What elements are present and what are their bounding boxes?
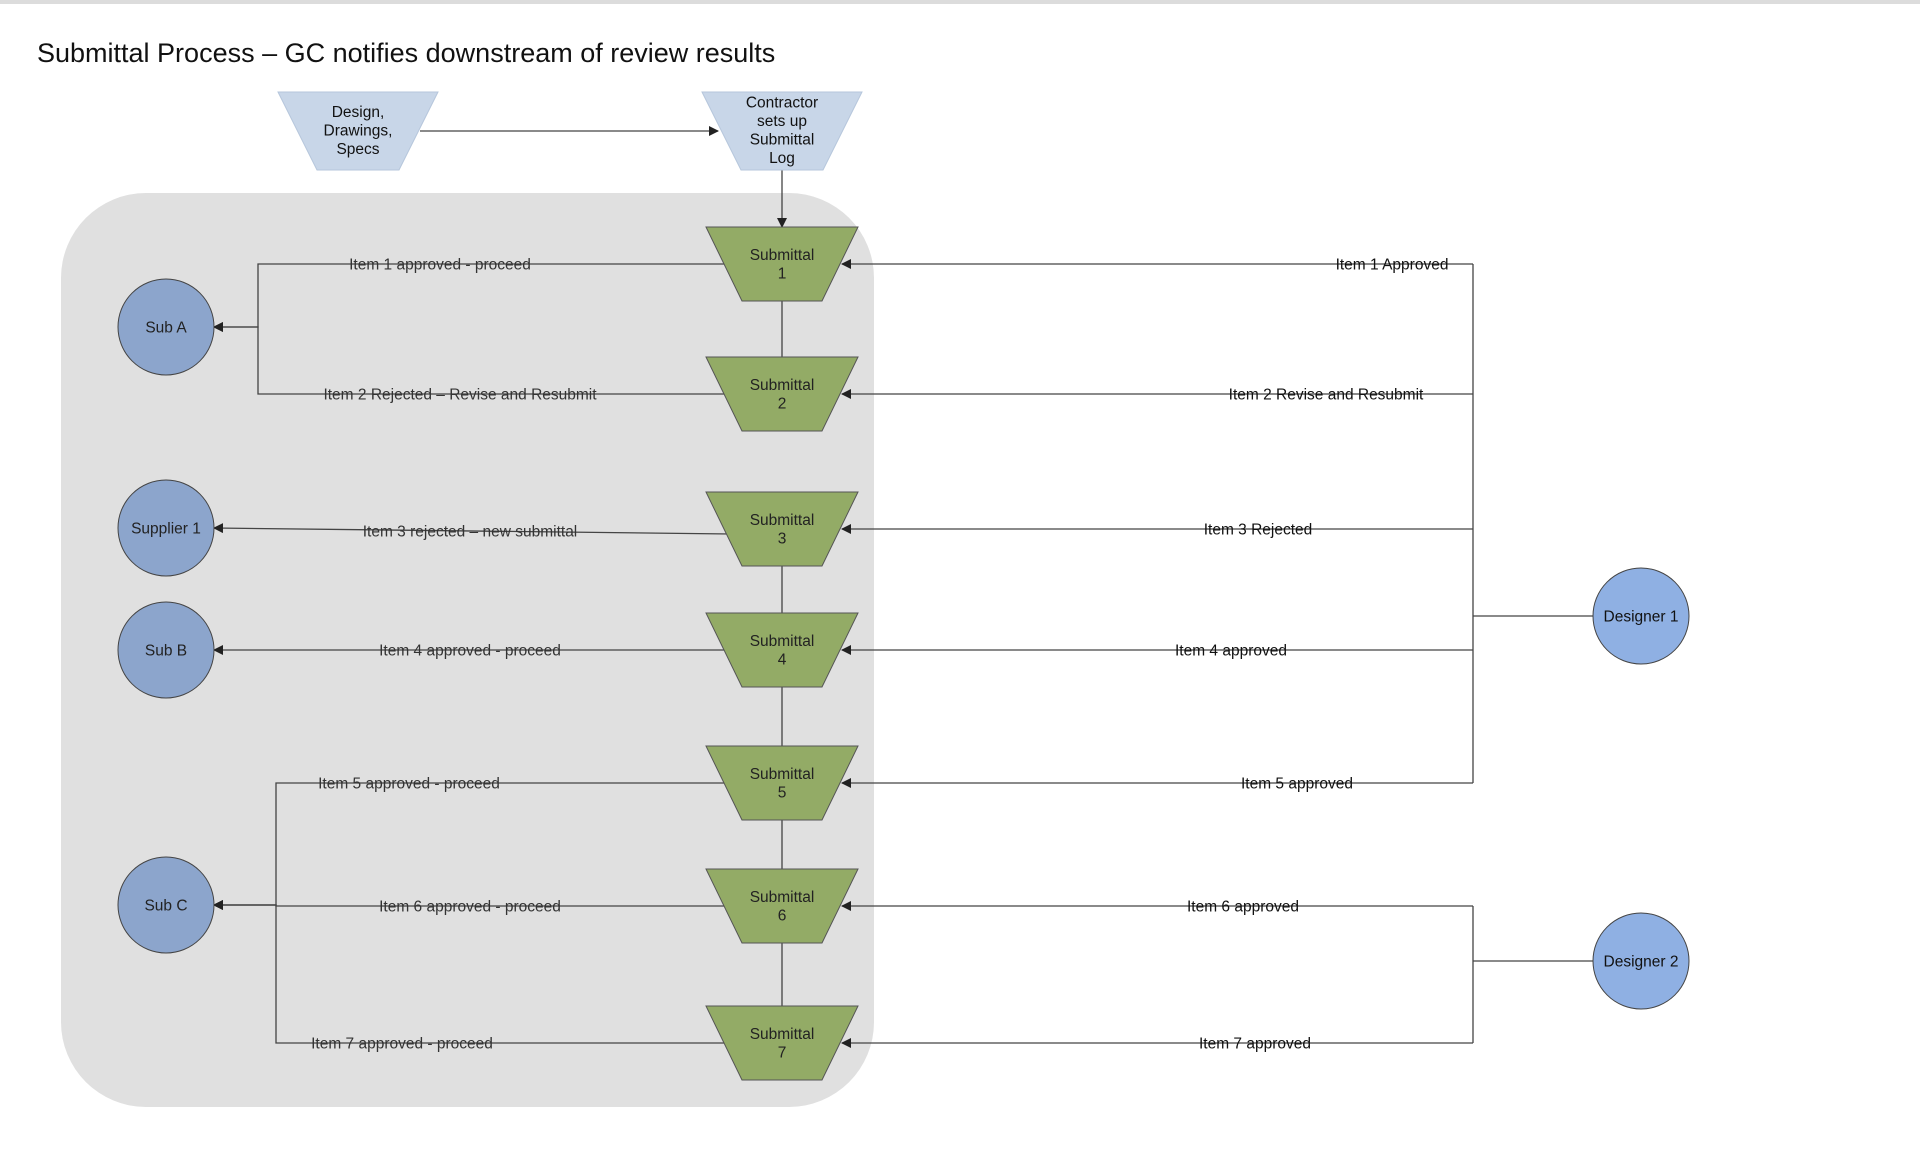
recipient-label-sub-c: Sub C <box>144 897 187 914</box>
recipient-supplier-1: Supplier 1 <box>117 479 215 577</box>
edge-label-left-3: Item 3 rejected – new submittal <box>363 523 578 540</box>
edge-label-right-7: Item 7 approved <box>1199 1035 1311 1052</box>
designer-1-node: Designer 1 <box>1592 567 1690 665</box>
edge-s2-to-sub-a <box>213 322 731 395</box>
designer-2-label: Designer 2 <box>1604 953 1679 970</box>
recipient-sub-b: Sub B <box>117 601 215 699</box>
recipient-sub-a: Sub A <box>117 278 215 376</box>
edge-label-left-1: Item 1 approved - proceed <box>349 256 531 273</box>
edge-label-right-2: Item 2 Revise and Resubmit <box>1229 386 1424 403</box>
edge-s7-to-sub-c <box>213 900 731 1044</box>
designer-2-node: Designer 2 <box>1592 912 1690 1010</box>
edge-label-right-5: Item 5 approved <box>1241 775 1353 792</box>
edge-label-left-2: Item 2 Rejected – Revise and Resubmit <box>323 386 597 403</box>
recipient-label-sub-a: Sub A <box>145 319 187 336</box>
input-label-design: Design,Drawings,Specs <box>324 104 393 158</box>
designer-1-label: Designer 1 <box>1604 608 1679 625</box>
edge-label-right-3: Item 3 Rejected <box>1204 521 1313 538</box>
input-node-design: Design,Drawings,Specs <box>277 91 439 171</box>
recipient-label-sub-b: Sub B <box>145 642 187 659</box>
edge-s3-to-supplier-1 <box>213 523 732 535</box>
recipient-sub-c: Sub C <box>117 856 215 954</box>
edge-label-right-1: Item 1 Approved <box>1336 256 1449 273</box>
edge-label-left-5: Item 5 approved - proceed <box>318 775 500 792</box>
edge-label-right-6: Item 6 approved <box>1187 898 1299 915</box>
recipient-label-supplier-1: Supplier 1 <box>131 520 201 537</box>
top-border <box>0 0 1920 4</box>
edge-label-left-6: Item 6 approved - proceed <box>379 898 561 915</box>
edge-label-left-7: Item 7 approved - proceed <box>311 1035 493 1052</box>
edge-label-left-4: Item 4 approved - proceed <box>379 642 561 659</box>
page-title: Submittal Process – GC notifies downstre… <box>37 38 776 68</box>
edge-label-right-4: Item 4 approved <box>1175 642 1287 659</box>
